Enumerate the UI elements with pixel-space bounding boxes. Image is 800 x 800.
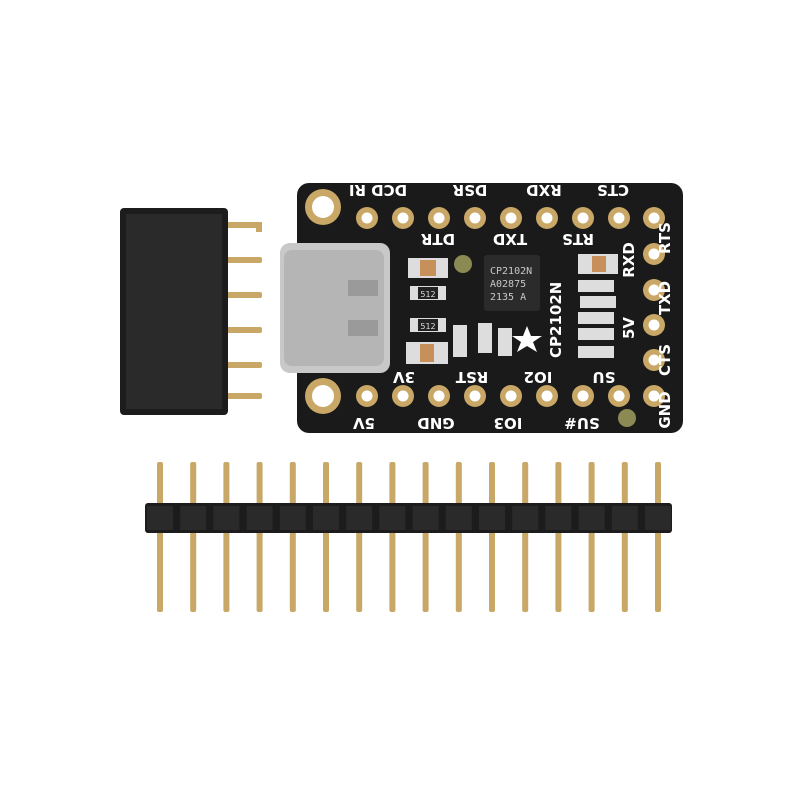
board-name: CP2102N <box>547 282 565 358</box>
label-su: SU <box>593 368 616 386</box>
label-5v: 5V <box>353 414 375 432</box>
label-io2: IO2 <box>524 368 553 386</box>
label-rst: RST <box>455 368 488 386</box>
header-pin <box>522 462 529 612</box>
header-pin <box>422 462 429 612</box>
header-pin <box>356 462 363 612</box>
cp2102n-chip <box>484 255 540 311</box>
label-right-rts: RTS <box>656 222 674 254</box>
header-pin <box>223 462 230 612</box>
label-txd: TXD <box>493 230 527 248</box>
label-rxd: RXD <box>526 181 562 199</box>
header-pin <box>389 462 396 612</box>
star-logo <box>512 326 542 352</box>
chip-text-3: 2135 A <box>490 292 526 303</box>
chip-text-1: CP2102N <box>490 266 532 277</box>
header-pin <box>455 462 462 612</box>
resistor-label: 512 <box>420 322 435 331</box>
header-pin <box>655 462 661 612</box>
label-io3: IO3 <box>494 414 523 432</box>
label-gnd: GND <box>417 414 454 432</box>
header-pin <box>588 462 595 612</box>
male-pin-header <box>145 462 672 612</box>
label-dcd-ri: DCD RI <box>349 181 407 199</box>
header-pin <box>621 462 628 612</box>
label-3v: 3V <box>393 368 415 386</box>
label-right-rxd: RXD <box>620 242 638 278</box>
label-rts: RTS <box>562 230 594 248</box>
chip-text-2: A02875 <box>490 279 526 290</box>
header-pin <box>190 462 197 612</box>
header-pin <box>157 462 163 612</box>
label-dsr: DSR <box>452 181 487 199</box>
label-right-txd: TXD <box>656 281 674 315</box>
header-pin <box>489 462 495 612</box>
header-pin <box>289 462 296 612</box>
header-pin <box>323 462 329 612</box>
label-su-n: SU# <box>564 414 600 432</box>
label-right-gnd: GND <box>656 391 674 428</box>
female-header <box>120 208 262 415</box>
resistor-label: 512 <box>420 290 435 299</box>
label-right-cts: CTS <box>656 344 674 376</box>
pcb-board: CP2102N A02875 2135 A 512 512 CP2102N DC… <box>297 181 683 433</box>
label-dtr: DTR <box>420 230 455 248</box>
header-pin <box>256 462 263 612</box>
label-right-5v: 5V <box>620 317 638 339</box>
usb-c-connector <box>280 243 390 373</box>
label-cts: CTS <box>597 181 629 199</box>
header-pin <box>555 462 562 612</box>
